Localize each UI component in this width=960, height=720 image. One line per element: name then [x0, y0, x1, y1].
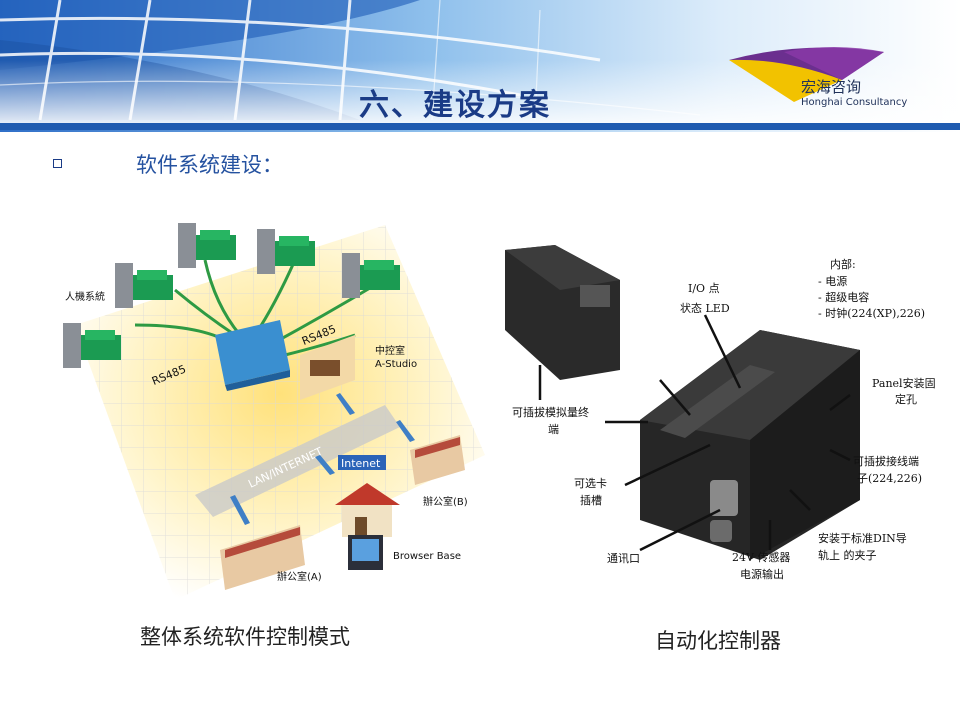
din-rail-clip-label: 轨上 的夹子	[818, 548, 877, 562]
option-card-slot-label: 可选卡	[574, 477, 607, 490]
system-network-diagram: LAN/INTERNET	[63, 223, 485, 600]
expansion-module-icon	[505, 245, 620, 380]
terminal-block-label: 子(224,226)	[857, 472, 922, 485]
logo-name-en: Honghai Consultancy	[801, 97, 908, 108]
io-status-label: 状态 LED	[680, 301, 730, 315]
logo-name-cn: 宏海咨询	[801, 78, 862, 96]
analog-terminal-label: 可插拔模拟量终	[512, 405, 589, 419]
option-card-slot-label: 插槽	[580, 493, 602, 507]
sensor-supply-label: 电源输出	[740, 567, 784, 581]
chiller-unit-icon	[257, 229, 315, 274]
internal-item-label: - 时钟(224(XP),226)	[818, 306, 925, 320]
right-figure-caption: 自动化控制器	[655, 629, 781, 653]
chiller-unit-icon	[63, 323, 121, 368]
panel-mount-label: 定孔	[895, 392, 917, 406]
company-logo-icon	[729, 47, 884, 102]
browser-base-label: Browser Base	[393, 551, 461, 562]
io-status-label: I/O 点	[688, 282, 720, 295]
panel-mount-label: Panel安装固	[872, 376, 936, 390]
terminal-block-label: 可插拔接线端	[853, 454, 919, 468]
title-rule	[0, 123, 960, 130]
chiller-unit-icon	[342, 253, 400, 298]
office-b-label: 辦公室(B)	[423, 495, 468, 508]
din-rail-clip-label: 安装于标准DIN导	[818, 531, 907, 545]
office-a-icon	[220, 525, 305, 590]
bullet-square-icon	[53, 159, 62, 168]
internal-item-label: - 电源	[818, 274, 847, 288]
house-icon	[335, 483, 400, 570]
sensor-supply-label: 24V 传感器	[732, 551, 790, 564]
internal-title-label: 内部:	[830, 257, 856, 271]
comm-port-label: 通讯口	[607, 552, 640, 565]
office-b-icon	[410, 435, 465, 485]
chiller-system-label: 人機系統	[65, 290, 105, 303]
automation-controller-diagram: I/O 点 状态 LED 内部: - 电源 - 超级电容 - 时钟(224(XP…	[505, 245, 936, 581]
section-subheading: 软件系统建设：	[136, 153, 283, 177]
slide-title: 六、建设方案	[359, 88, 551, 123]
chiller-unit-icon	[178, 223, 236, 268]
left-figure-caption: 整体系统软件控制模式	[140, 625, 350, 649]
chiller-unit-icon	[115, 263, 173, 308]
control-room-label: 中控室	[375, 344, 405, 357]
office-a-label: 辦公室(A)	[277, 570, 322, 583]
internal-item-label: - 超级电容	[818, 290, 869, 304]
internet-label: Intenet	[341, 457, 381, 470]
analog-terminal-label: 端	[548, 423, 559, 436]
controller-hub-icon	[215, 320, 290, 391]
plc-cpu-icon	[640, 330, 860, 560]
control-room-icon	[300, 335, 355, 400]
control-room-sublabel: A-Studio	[375, 359, 417, 370]
